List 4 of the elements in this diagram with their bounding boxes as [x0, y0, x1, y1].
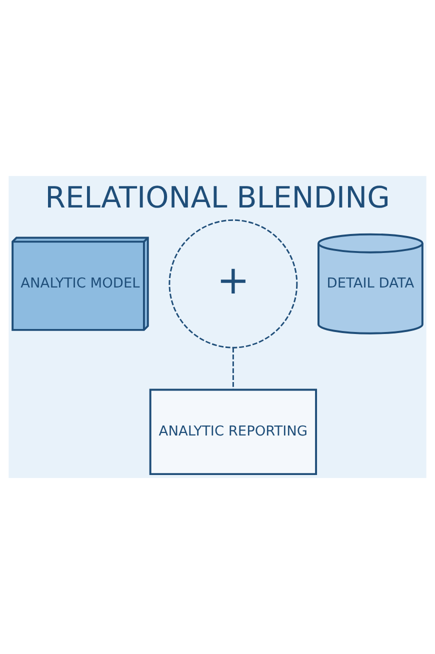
node-circle: + — [168, 219, 298, 348]
node-box: ANALYTIC REPORTING — [149, 388, 318, 476]
diagram-title: RELATIONAL BLENDING — [45, 180, 390, 214]
connector — [232, 348, 234, 390]
